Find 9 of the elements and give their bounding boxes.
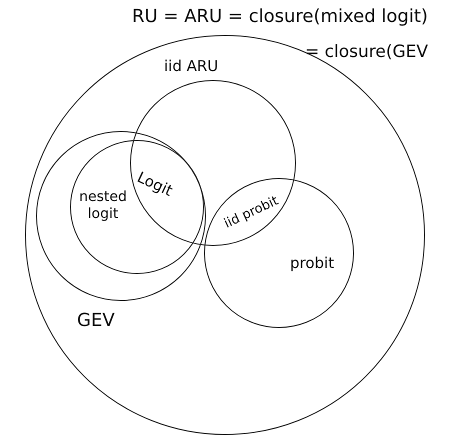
set-label: GEV xyxy=(77,310,115,332)
set-label: probit xyxy=(290,254,334,272)
equation-text: RU = ARU = closure(mixed logit) xyxy=(132,6,428,27)
region-label: Logit xyxy=(134,168,176,200)
set-label: iid ARU xyxy=(164,57,218,75)
set-label: nested logit xyxy=(78,189,128,223)
set-circle xyxy=(204,178,354,328)
set-circle xyxy=(70,140,204,274)
equation-text: = closure(GEV xyxy=(305,42,428,62)
